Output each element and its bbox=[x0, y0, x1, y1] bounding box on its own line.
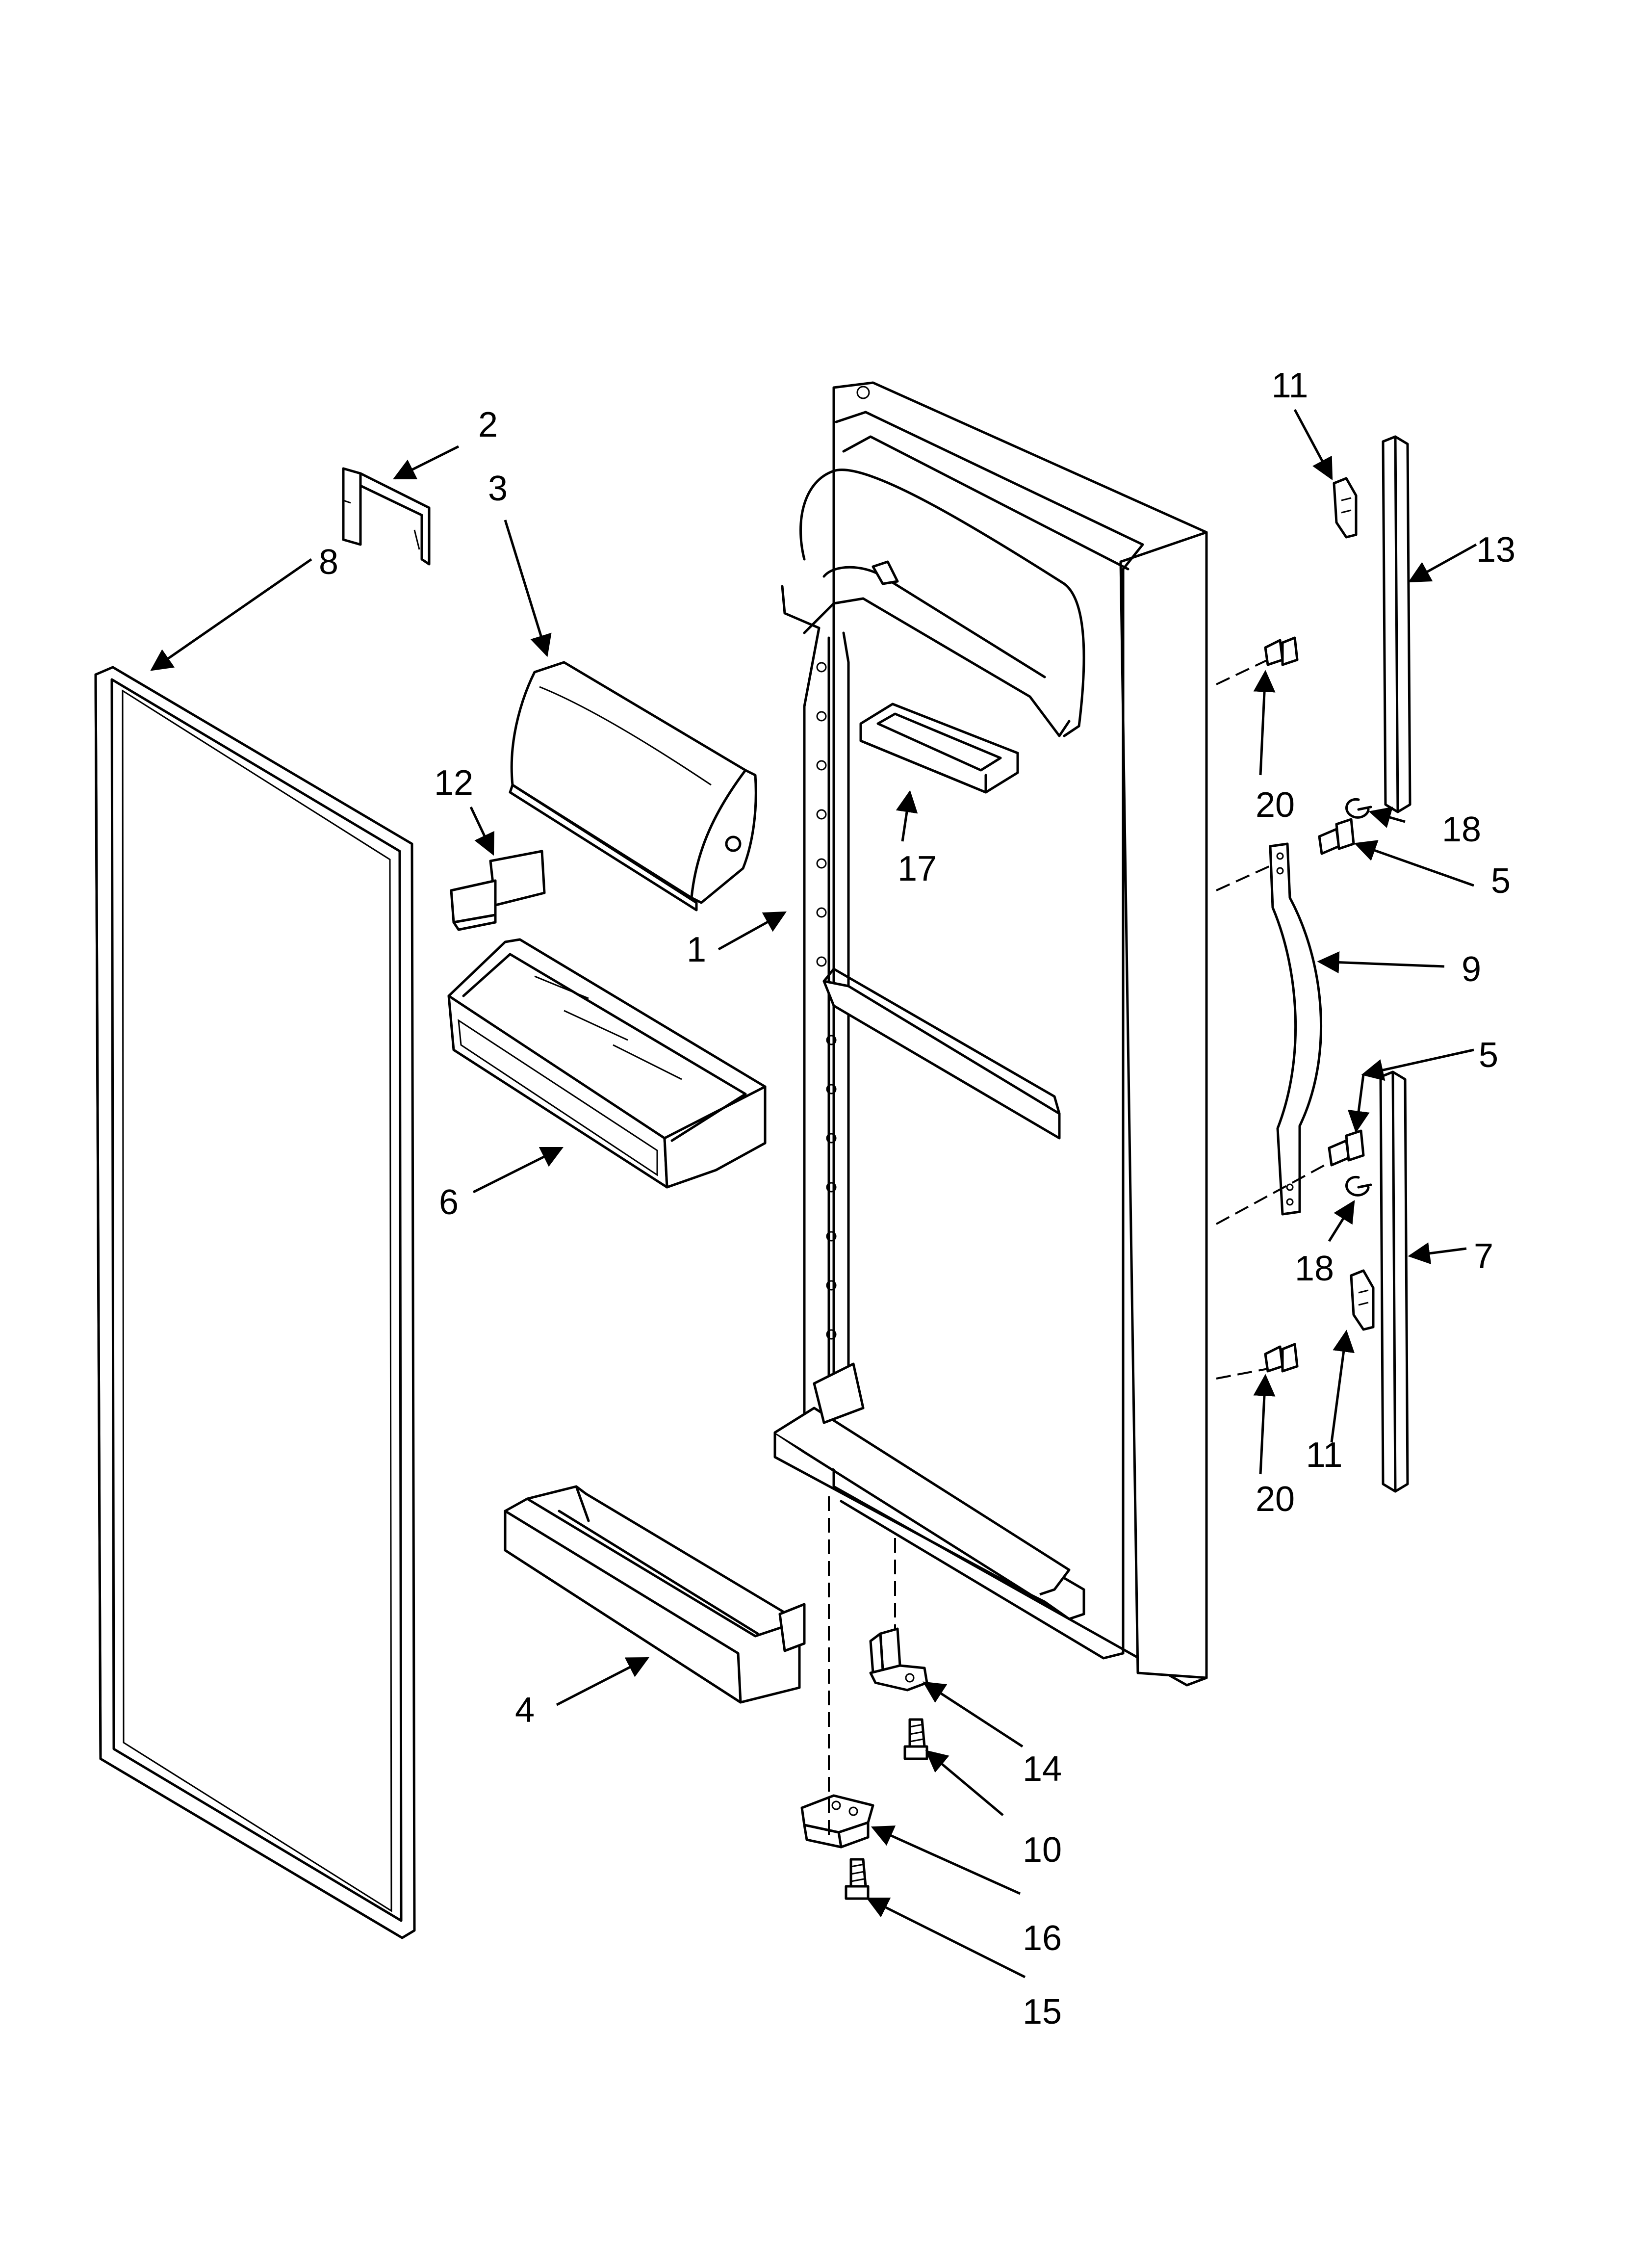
dairy-compartment-cover bbox=[509, 661, 757, 912]
callout-8: 8 bbox=[319, 543, 338, 582]
callout-9: 9 bbox=[1462, 950, 1481, 989]
callout-13: 13 bbox=[1476, 530, 1515, 570]
callout-7: 7 bbox=[1474, 1237, 1493, 1276]
callout-18-lower: 18 bbox=[1295, 1249, 1334, 1288]
callout-1: 1 bbox=[687, 930, 706, 969]
lower-handle-trim bbox=[1379, 1070, 1409, 1493]
lower-door-bin bbox=[504, 1485, 806, 1704]
callout-10: 10 bbox=[1023, 1830, 1062, 1870]
egg-tray bbox=[859, 703, 1019, 794]
door-assembly bbox=[773, 381, 1208, 1687]
upper-handle-trim bbox=[1382, 435, 1411, 813]
hinge-block-screw bbox=[845, 1858, 870, 1900]
callout-6: 6 bbox=[439, 1183, 459, 1222]
shelf-holes bbox=[816, 662, 837, 1340]
door-handle bbox=[1269, 842, 1323, 1216]
callout-15: 15 bbox=[1023, 1992, 1062, 2032]
door-shelf-bin bbox=[447, 938, 767, 1189]
callout-18-upper: 18 bbox=[1442, 810, 1481, 849]
callout-2: 2 bbox=[478, 405, 498, 444]
handle-washer-lower bbox=[1345, 1176, 1372, 1197]
callout-labels: 1 2 3 4 5 5 6 7 8 9 10 11 11 12 13 14 15… bbox=[319, 366, 1515, 2032]
trim-screw-lower bbox=[1264, 1343, 1299, 1373]
callout-5-lower: 5 bbox=[1479, 1036, 1498, 1075]
hinge-block bbox=[800, 1794, 874, 1849]
dairy-door-bracket bbox=[342, 467, 431, 566]
hinge-screw bbox=[903, 1718, 928, 1760]
callout-14: 14 bbox=[1023, 1749, 1062, 1789]
door-hinge-bracket bbox=[869, 1627, 928, 1692]
callout-5-upper: 5 bbox=[1491, 861, 1511, 901]
trim-clip-lower bbox=[1350, 1269, 1375, 1331]
handle-screw-lower bbox=[1328, 1129, 1365, 1167]
callout-20-lower: 20 bbox=[1256, 1480, 1295, 1519]
handle-washer-upper bbox=[1345, 798, 1372, 819]
callout-17: 17 bbox=[898, 849, 937, 888]
callout-4: 4 bbox=[515, 1691, 535, 1730]
callout-11-lower: 11 bbox=[1306, 1435, 1343, 1475]
leader-lines bbox=[150, 409, 1477, 1979]
callout-20-upper: 20 bbox=[1256, 785, 1295, 825]
trim-clip-upper bbox=[1333, 477, 1358, 539]
callout-11-upper: 11 bbox=[1272, 366, 1308, 405]
trim-screw-upper bbox=[1264, 636, 1299, 666]
callout-16: 16 bbox=[1023, 1919, 1062, 1958]
alignment-lines bbox=[828, 659, 1330, 1835]
dairy-clip bbox=[450, 850, 546, 931]
door-gasket bbox=[94, 666, 416, 1939]
callout-3: 3 bbox=[488, 469, 508, 508]
callout-12: 12 bbox=[434, 763, 473, 803]
handle-screw-upper bbox=[1318, 818, 1355, 855]
